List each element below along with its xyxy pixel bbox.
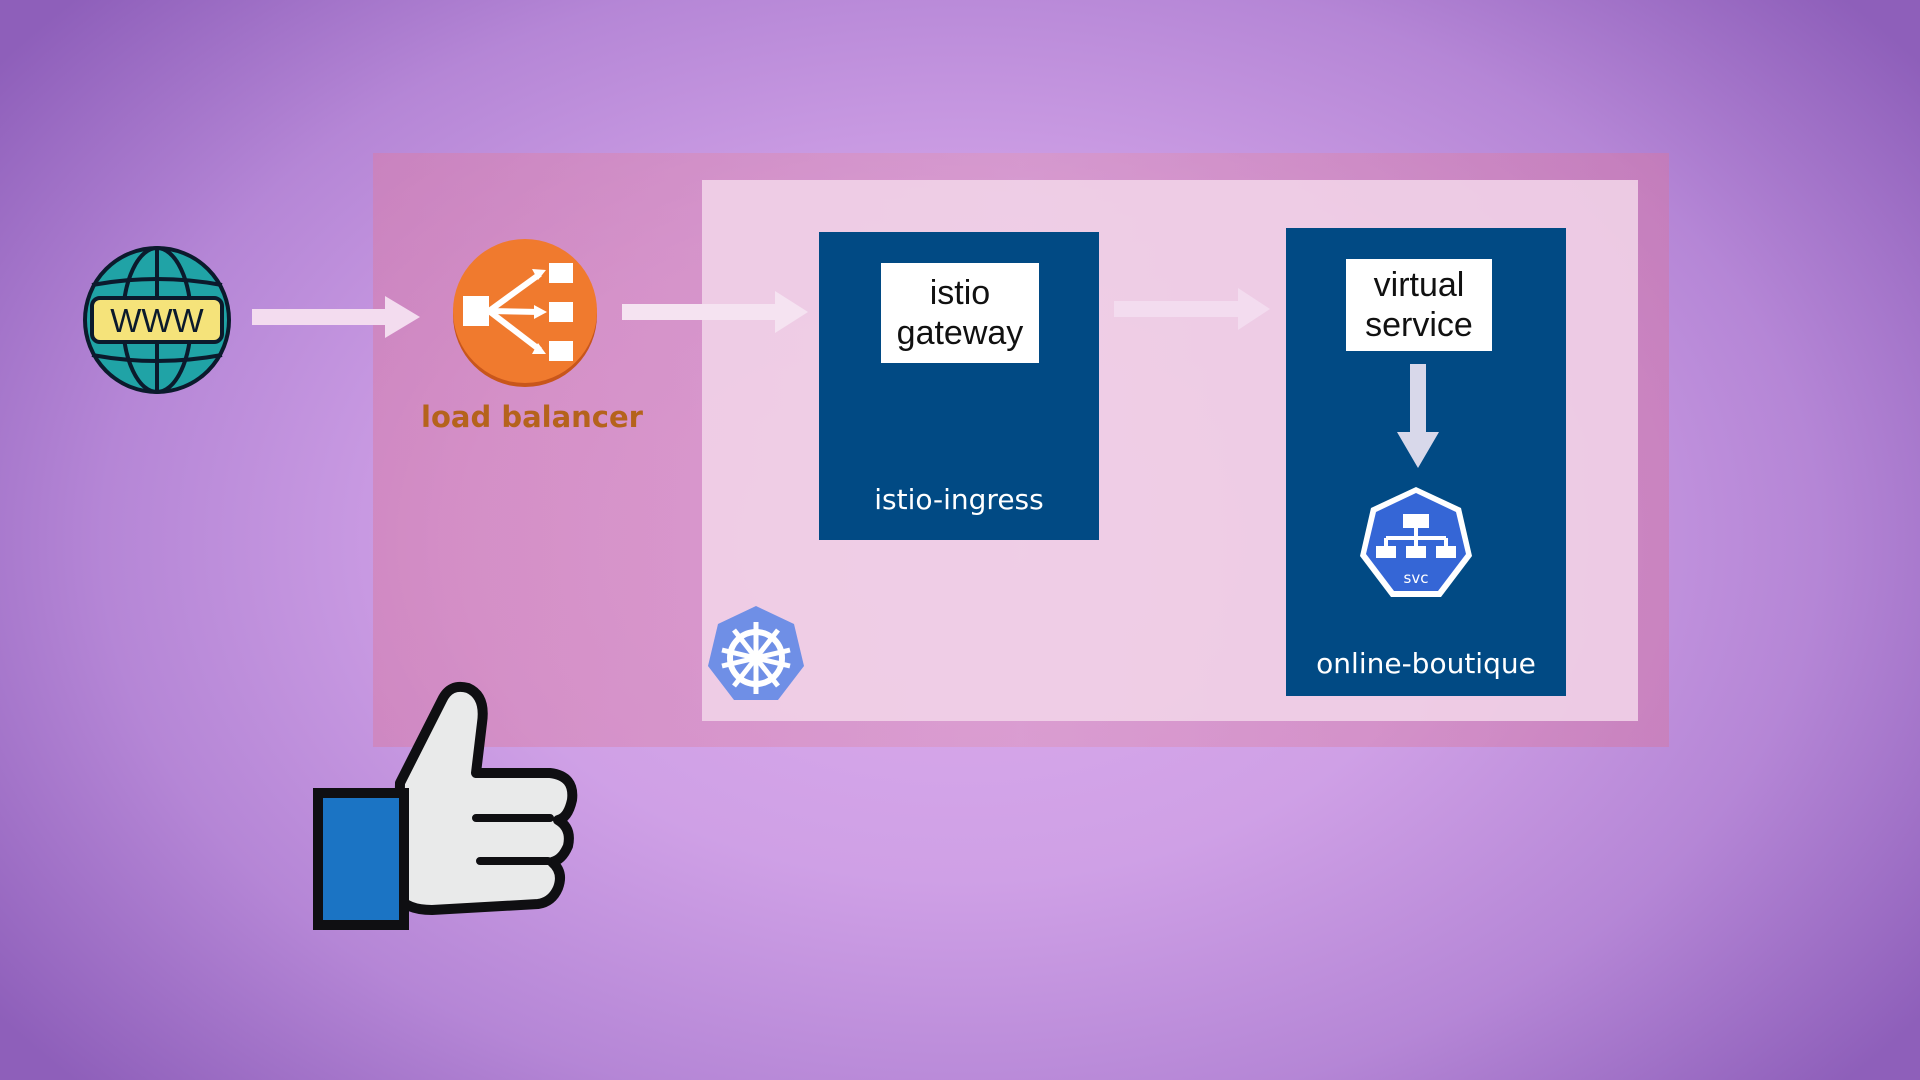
- load-balancer-icon: [453, 239, 597, 387]
- svc-badge-text: svc: [1404, 569, 1429, 587]
- arrow-globe-to-lb: [252, 296, 420, 338]
- istio-ingress-namespace-name: istio-ingress: [874, 483, 1044, 516]
- kubernetes-icon: [708, 606, 804, 700]
- www-badge-text: WWW: [110, 302, 204, 339]
- globe-icon: WWW: [83, 246, 231, 394]
- online-boutique-namespace-name: online-boutique: [1316, 647, 1536, 680]
- arrow-virtualservice-to-svc: [1397, 364, 1439, 468]
- load-balancer-caption: load balancer: [421, 400, 643, 434]
- arrow-lb-to-gateway: [622, 291, 808, 333]
- virtual-service-label: virtual service: [1346, 259, 1492, 351]
- service-icon: svc: [1360, 487, 1472, 597]
- istio-gateway-label: istio gateway: [881, 263, 1039, 363]
- arrow-gateway-to-virtualservice: [1114, 288, 1270, 330]
- thumbs-up-icon: [313, 681, 578, 930]
